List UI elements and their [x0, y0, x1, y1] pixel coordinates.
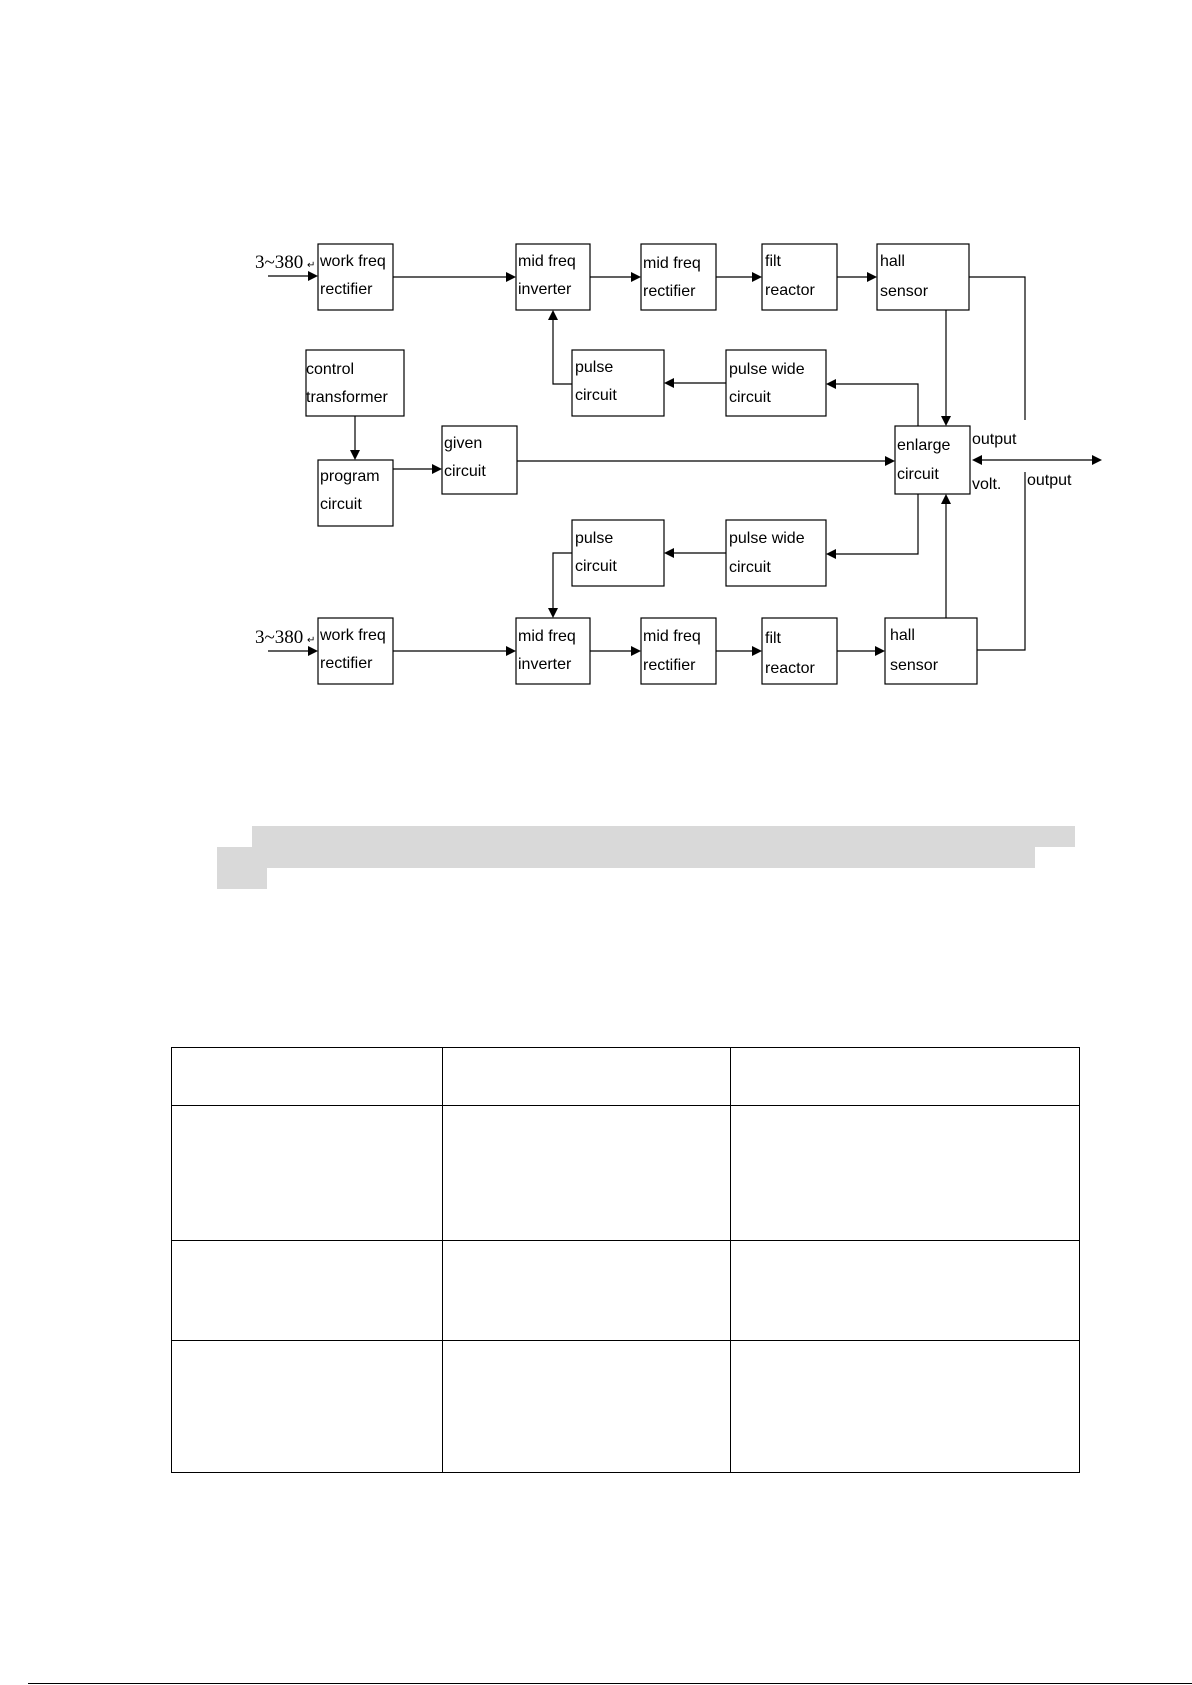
- block-filt-reactor-bottom: filt reactor: [761, 617, 838, 685]
- table-cell: [171, 1340, 443, 1473]
- connection-lines: [268, 275, 1092, 652]
- svg-text:circuit: circuit: [444, 463, 486, 480]
- highlighted-text-line-2: [217, 847, 1035, 868]
- svg-text:work freq: work freq: [319, 627, 386, 644]
- svg-text:3~380: 3~380: [255, 252, 303, 273]
- svg-text:↵: ↵: [307, 260, 315, 271]
- svg-text:transformer: transformer: [306, 389, 388, 406]
- svg-text:reactor: reactor: [765, 282, 815, 299]
- svg-text:circuit: circuit: [729, 559, 771, 576]
- table-row: [171, 1047, 1080, 1106]
- svg-text:inverter: inverter: [518, 281, 572, 298]
- block-pulse-wide-circuit-top: pulse wide circuit: [725, 349, 827, 417]
- svg-text:reactor: reactor: [765, 660, 815, 677]
- svg-text:given: given: [444, 435, 482, 452]
- arrowheads: [308, 271, 1102, 656]
- svg-text:circuit: circuit: [729, 389, 771, 406]
- svg-text:work freq: work freq: [319, 253, 386, 270]
- highlighted-text-line-3: [217, 868, 267, 889]
- svg-text:mid freq: mid freq: [518, 628, 576, 645]
- svg-text:filt: filt: [765, 630, 782, 647]
- svg-text:program: program: [320, 468, 380, 485]
- table-cell: [171, 1105, 443, 1241]
- block-mid-freq-rectifier-top: mid freq rectifier: [640, 243, 717, 311]
- svg-text:rectifier: rectifier: [643, 283, 696, 300]
- svg-text:volt.: volt.: [972, 476, 1001, 493]
- svg-text:enlarge: enlarge: [897, 437, 950, 454]
- block-mid-freq-inverter-bottom: mid freq inverter: [515, 617, 591, 685]
- output-label: output: [1027, 472, 1072, 489]
- svg-text:rectifier: rectifier: [320, 655, 373, 672]
- output-volt-label: output volt.: [972, 431, 1017, 493]
- input-label-top: 3~380 ↵: [255, 252, 315, 273]
- svg-text:pulse wide: pulse wide: [729, 361, 805, 378]
- block-diagram: work freq rectifier mid freq inverter mi…: [255, 243, 1102, 685]
- table-cell: [730, 1105, 1080, 1241]
- svg-text:inverter: inverter: [518, 656, 572, 673]
- block-work-freq-rectifier-bottom: work freq rectifier: [317, 617, 394, 685]
- block-mid-freq-inverter-top: mid freq inverter: [515, 243, 591, 311]
- svg-text:3~380: 3~380: [255, 627, 303, 648]
- svg-text:↵: ↵: [307, 635, 315, 646]
- svg-text:mid freq: mid freq: [518, 253, 576, 270]
- svg-text:hall: hall: [890, 627, 915, 644]
- svg-text:pulse wide: pulse wide: [729, 530, 805, 547]
- table-cell: [171, 1047, 443, 1106]
- svg-text:rectifier: rectifier: [320, 281, 373, 298]
- block-mid-freq-rectifier-bottom: mid freq rectifier: [640, 617, 717, 685]
- input-label-bottom: 3~380 ↵: [255, 627, 315, 648]
- table-row: [171, 1340, 1080, 1473]
- table-row: [171, 1240, 1080, 1341]
- block-given-circuit: given circuit: [441, 425, 518, 495]
- svg-text:output: output: [972, 431, 1017, 448]
- table-cell: [171, 1240, 443, 1341]
- svg-text:circuit: circuit: [320, 496, 362, 513]
- svg-text:rectifier: rectifier: [643, 657, 696, 674]
- specification-table: [171, 1047, 1080, 1473]
- block-pulse-wide-circuit-bottom: pulse wide circuit: [725, 519, 827, 587]
- svg-text:pulse: pulse: [575, 359, 613, 376]
- block-control-transformer: control transformer: [305, 349, 405, 417]
- table-row: [171, 1105, 1080, 1241]
- block-program-circuit: program circuit: [317, 459, 394, 527]
- footer-rule: [28, 1683, 1192, 1684]
- table-cell: [730, 1047, 1080, 1106]
- svg-text:circuit: circuit: [575, 558, 617, 575]
- table-cell: [730, 1340, 1080, 1473]
- svg-text:circuit: circuit: [575, 387, 617, 404]
- svg-text:pulse: pulse: [575, 530, 613, 547]
- svg-text:hall: hall: [880, 253, 905, 270]
- svg-text:sensor: sensor: [890, 657, 939, 674]
- block-hall-sensor-top: hall sensor: [876, 243, 970, 311]
- svg-text:control: control: [306, 361, 354, 378]
- svg-text:circuit: circuit: [897, 466, 939, 483]
- svg-text:mid freq: mid freq: [643, 628, 701, 645]
- table-cell: [442, 1240, 731, 1341]
- highlighted-text-line-1: [252, 826, 1075, 847]
- table-cell: [442, 1047, 731, 1106]
- svg-text:sensor: sensor: [880, 283, 929, 300]
- svg-text:mid freq: mid freq: [643, 255, 701, 272]
- block-pulse-circuit-bottom: pulse circuit: [571, 519, 665, 587]
- table-cell: [442, 1105, 731, 1241]
- block-pulse-circuit-top: pulse circuit: [571, 349, 665, 417]
- block-enlarge-circuit: enlarge circuit: [894, 425, 971, 495]
- block-filt-reactor-top: filt reactor: [761, 243, 838, 311]
- svg-text:filt: filt: [765, 253, 782, 270]
- table-cell: [730, 1240, 1080, 1341]
- block-hall-sensor-bottom: hall sensor: [884, 617, 978, 685]
- block-work-freq-rectifier-top: work freq rectifier: [317, 243, 394, 311]
- table-cell: [442, 1340, 731, 1473]
